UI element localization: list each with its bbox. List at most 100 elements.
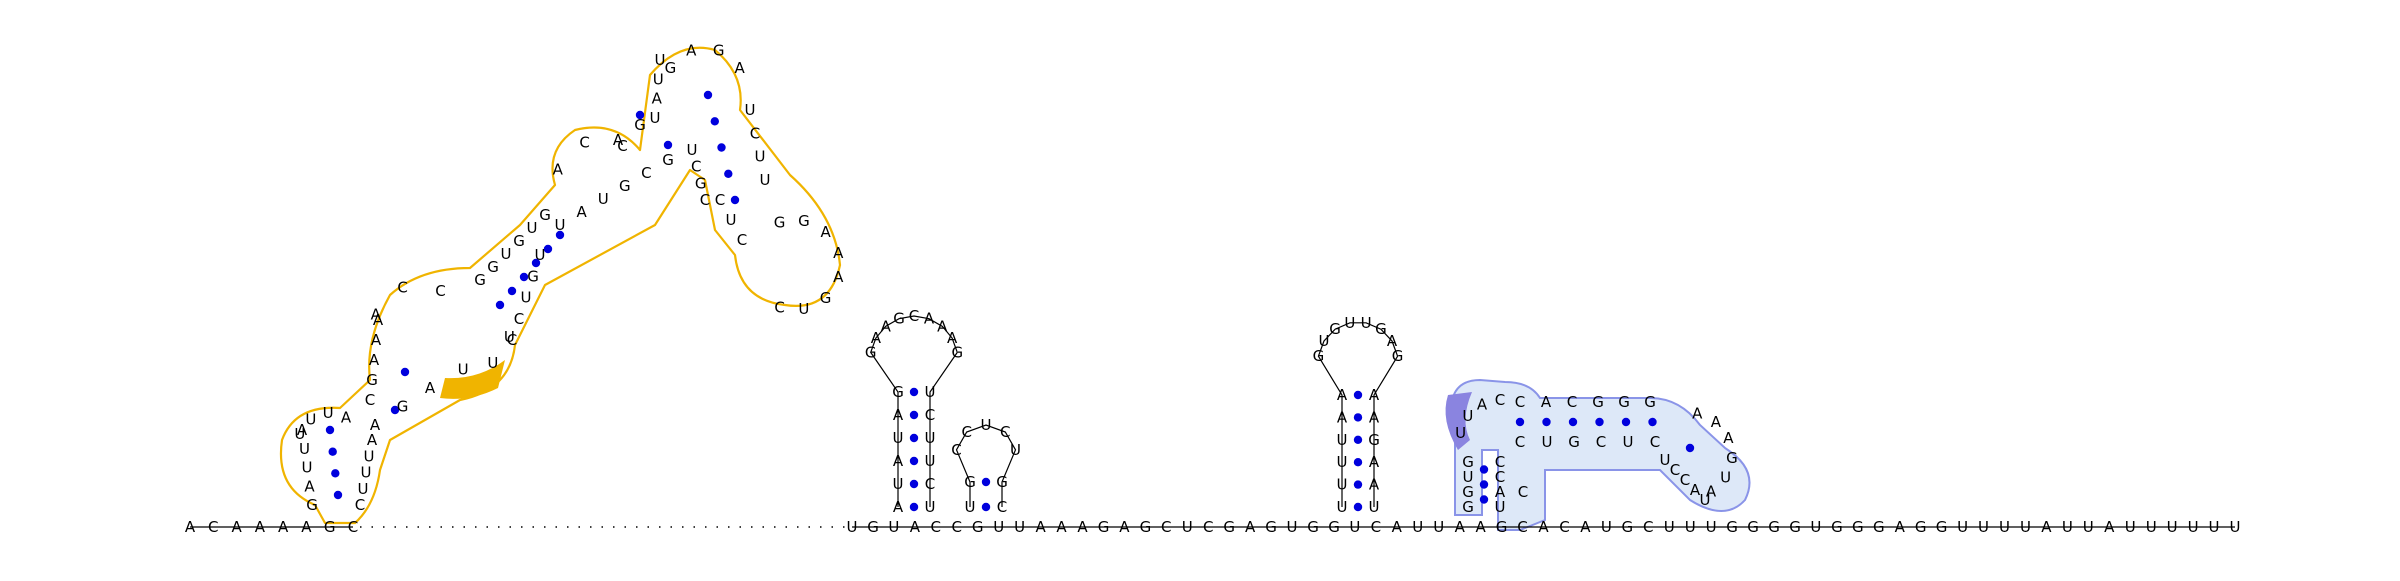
structure-1-5-nt-3: U bbox=[302, 459, 313, 477]
stem-2-5-nt-4: U bbox=[893, 429, 904, 447]
main-chain-nt-48: G bbox=[1831, 518, 1843, 536]
stem-4-loop-nt-8: G bbox=[1392, 347, 1404, 365]
main-chain-nt-11: A bbox=[1056, 518, 1067, 536]
main-chain-nt-9: U bbox=[1014, 518, 1025, 536]
stem-4-3-nt-1: A bbox=[1369, 386, 1380, 404]
structure-1-3-nt-36: A bbox=[370, 416, 381, 434]
main-chain-nt-51: A bbox=[1895, 518, 1906, 536]
stem-4-5-nt-6: A bbox=[1337, 386, 1348, 404]
stem-4-3-nt-2: A bbox=[1369, 408, 1380, 426]
structure-1-3-nt-27: G bbox=[527, 267, 539, 285]
structure-1-3-nt-10: G bbox=[820, 289, 832, 307]
stem-2-loop-nt-6: A bbox=[924, 310, 935, 328]
tail-5-nt-5: A bbox=[278, 518, 289, 536]
main-chain-nt-60: U bbox=[2083, 518, 2094, 536]
structure-1-pair-4 bbox=[325, 425, 335, 435]
structure-5-3-nt-15: U bbox=[1495, 498, 1506, 516]
structure-5-3-nt-7: U bbox=[1623, 433, 1634, 451]
stem-3-3-nt-2: C bbox=[997, 498, 1007, 516]
stem-4-backbone bbox=[1317, 322, 1399, 507]
structure-1-5-nt-1: G bbox=[306, 496, 318, 514]
stem-4-5-nt-2: U bbox=[1337, 476, 1348, 494]
structure-1-5-nt-6: U bbox=[294, 425, 305, 443]
structure-5-3-nt-6: C bbox=[1650, 433, 1660, 451]
structure-1-pair-11 bbox=[543, 244, 553, 254]
stem-2-pair-6 bbox=[909, 387, 919, 397]
stem-3-loop-nt-2: C bbox=[961, 423, 971, 441]
main-chain-nt-50: G bbox=[1873, 518, 1885, 536]
structure-1-3-nt-11: U bbox=[798, 300, 809, 318]
main-chain-nt-26: C bbox=[1371, 518, 1381, 536]
tail-5-nt-7: G bbox=[324, 518, 336, 536]
stem-4-3-nt-6: U bbox=[1369, 498, 1380, 516]
structure-1-5-nt-34: A bbox=[686, 41, 697, 59]
structure-1-3-nt-5: G bbox=[774, 214, 786, 232]
structure-5-5-nt-3: U bbox=[1463, 468, 1474, 486]
structure-1-3-nt-34: A bbox=[425, 379, 436, 397]
main-chain-nt-8: U bbox=[993, 518, 1004, 536]
stem-4-3-nt-5: A bbox=[1369, 476, 1380, 494]
main-chain-nt-49: G bbox=[1852, 518, 1864, 536]
main-chain-nt-53: G bbox=[1936, 518, 1948, 536]
main-chain-nt-34: A bbox=[1538, 518, 1549, 536]
structure-1-pair-19 bbox=[730, 195, 740, 205]
main-chain-nt-65: U bbox=[2188, 518, 2199, 536]
stem-2-backbone bbox=[870, 315, 958, 507]
structure-5-5-nt-21: C bbox=[1518, 483, 1528, 501]
main-chain-nt-47: U bbox=[1810, 518, 1821, 536]
structure-1-5-nt-21: G bbox=[513, 232, 525, 250]
structure-1-3-nt-14: U bbox=[726, 211, 737, 229]
stem-2-3-nt-6: U bbox=[925, 498, 936, 516]
structure-1-3-nt-24: A bbox=[576, 203, 587, 221]
structure-5-stem-a-pair-6 bbox=[1648, 417, 1657, 427]
structure-1-3-nt-20: G bbox=[662, 151, 674, 169]
structure-1-5-nt-35: G bbox=[713, 41, 725, 59]
structure-1-5-nt-2: A bbox=[304, 477, 315, 495]
structure-5-region bbox=[1449, 378, 1751, 531]
main-chain-nt-40: U bbox=[1664, 518, 1675, 536]
stem-3-backbone bbox=[955, 424, 1017, 507]
tail-5-nt-1: A bbox=[185, 518, 196, 536]
stem-2-5-nt-6: G bbox=[892, 383, 904, 401]
main-chain-nt-35: C bbox=[1559, 518, 1569, 536]
main-chain-nt-21: G bbox=[1265, 518, 1277, 536]
structure-1-3-nt-41: C bbox=[355, 496, 365, 514]
structure-1-3-nt-38: U bbox=[364, 447, 375, 465]
structure-outlines bbox=[279, 46, 1751, 531]
structure-1-3-nt-16: C bbox=[700, 191, 710, 209]
main-chain-nt-58: A bbox=[2041, 518, 2052, 536]
structure-1-3-nt-17: G bbox=[695, 174, 707, 192]
stem-4-pair-6 bbox=[1353, 390, 1363, 400]
main-chain-nt-28: U bbox=[1412, 518, 1423, 536]
main-chain-nt-27: A bbox=[1392, 518, 1403, 536]
structure-5-5-nt-7: A bbox=[1477, 395, 1488, 413]
structure-5-5-nt-6: U bbox=[1462, 407, 1473, 425]
structure-1-5-nt-14: A bbox=[373, 311, 384, 329]
main-chain-nt-39: C bbox=[1643, 518, 1653, 536]
stem-3-loop-nt-4: C bbox=[1000, 423, 1010, 441]
structure-1-pair-3 bbox=[328, 447, 337, 456]
main-chain-nt-31: A bbox=[1475, 518, 1486, 536]
structure-1-5-nt-33: G bbox=[665, 59, 677, 77]
stem-2-loop-nt-1: G bbox=[865, 343, 877, 361]
stem-4-5-nt-5: A bbox=[1337, 408, 1348, 426]
structure-1-5-nt-32: U bbox=[655, 51, 666, 69]
main-chain-nt-10: A bbox=[1035, 518, 1046, 536]
stem-4-5-nt-3: U bbox=[1337, 453, 1348, 471]
structure-5-stem-a-pair-5 bbox=[1621, 417, 1631, 427]
structure-1-5-nt-25: C bbox=[579, 134, 589, 152]
stem-2-5-nt-3: A bbox=[893, 452, 904, 470]
stem-4-loop-nt-5: U bbox=[1361, 314, 1372, 332]
tail-5-nt-3: A bbox=[231, 518, 242, 536]
stem-2-3-nt-3: U bbox=[925, 429, 936, 447]
structure-1-pair-10 bbox=[531, 258, 541, 268]
stem-4-loop-nt-6: G bbox=[1375, 320, 1387, 338]
structure-5-3-nt-5: U bbox=[1660, 451, 1671, 469]
stem-2-pair-4 bbox=[909, 433, 919, 443]
structure-1-3-nt-28: U bbox=[521, 289, 532, 307]
structure-1-3-nt-6: G bbox=[798, 212, 810, 230]
structure-1-pair-8 bbox=[507, 286, 517, 296]
structure-1-pair-14 bbox=[635, 110, 645, 120]
main-chain-nt-54: U bbox=[1957, 518, 1968, 536]
structure-5-5-nt-17: A bbox=[1723, 429, 1734, 447]
